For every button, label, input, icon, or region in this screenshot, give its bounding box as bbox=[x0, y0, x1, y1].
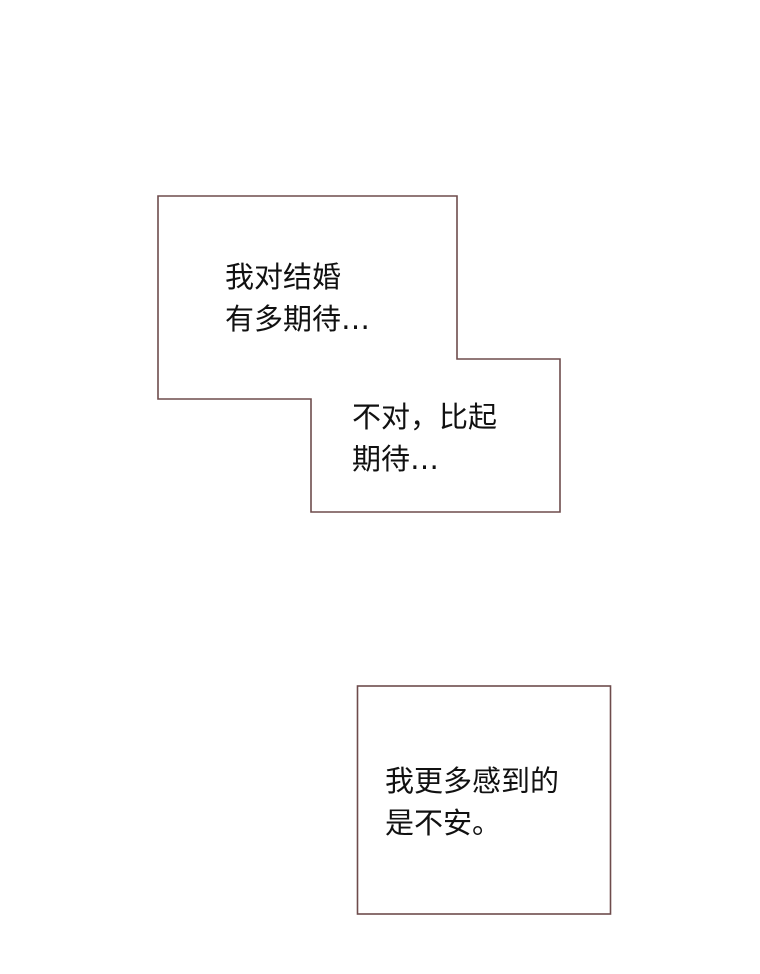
caption-box-combined-border bbox=[157, 195, 561, 513]
caption-text-2: 不对，比起 期待… bbox=[352, 396, 497, 480]
caption-text-3: 我更多感到的 是不安。 bbox=[385, 760, 559, 844]
caption-box-border bbox=[356, 685, 612, 915]
caption-text-1: 我对结婚 有多期待… bbox=[225, 256, 370, 340]
caption-line: 期待… bbox=[352, 442, 440, 476]
caption-line: 我对结婚 bbox=[225, 260, 342, 294]
caption-line: 是不安。 bbox=[385, 806, 502, 840]
caption-line: 不对，比起 bbox=[352, 400, 498, 434]
caption-line: 有多期待… bbox=[225, 302, 371, 336]
caption-line: 我更多感到的 bbox=[385, 764, 560, 798]
